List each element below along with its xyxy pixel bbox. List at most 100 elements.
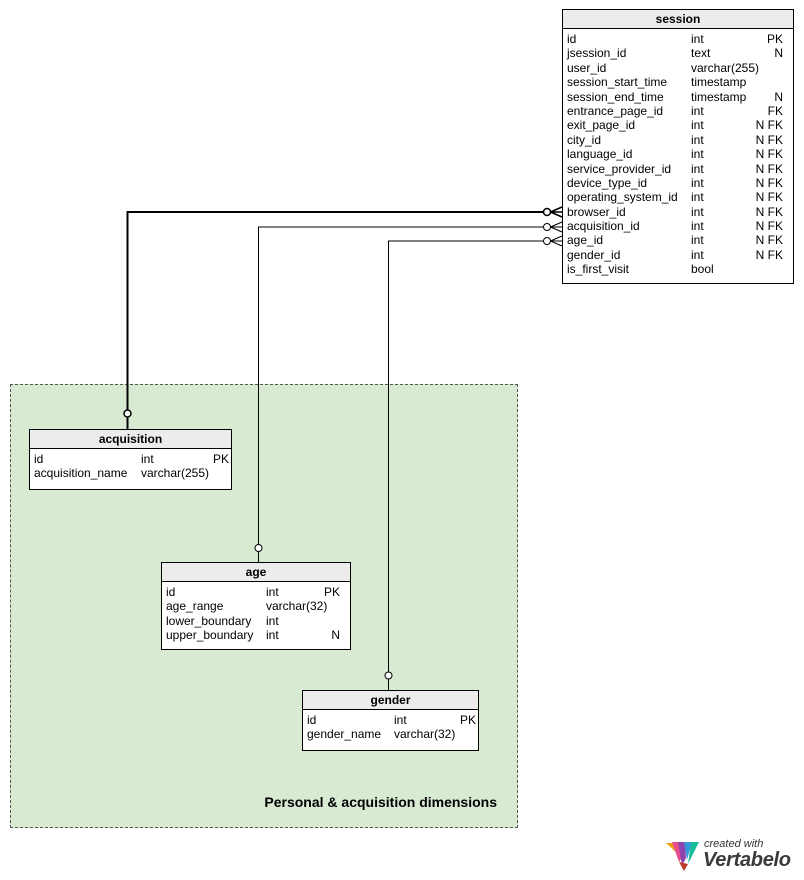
column-name: is_first_visit	[567, 262, 630, 277]
column-flags: PK	[766, 32, 783, 46]
column-name: service_provider_id	[567, 161, 672, 176]
column-type: int	[691, 132, 704, 147]
column-name: id	[567, 32, 577, 46]
column-name: operating_system_id	[567, 190, 678, 205]
column-name: city_id	[567, 132, 602, 147]
column-name: gender_id	[567, 247, 621, 262]
column-flags: N FK	[755, 132, 783, 147]
column-name: acquisition_name	[34, 466, 128, 481]
vertabelo-logo-icon	[666, 842, 699, 871]
column-type: int	[266, 585, 279, 599]
column-name: browser_id	[567, 204, 626, 219]
column-name: exit_page_id	[567, 118, 636, 133]
column-type: int	[691, 161, 704, 176]
subject-area-label: Personal & acquisition dimensions	[264, 794, 497, 810]
column-type: int	[691, 32, 704, 46]
column-row[interactable]: city_id int N FK	[563, 133, 793, 147]
column-row[interactable]: acquisition_name varchar(255)	[30, 466, 231, 480]
column-name: gender_name	[307, 727, 382, 742]
column-name: id	[307, 713, 317, 727]
column-type: int	[691, 103, 704, 118]
column-row[interactable]: jsession_id text N	[563, 46, 793, 60]
column-type: int	[691, 175, 704, 190]
crows-foot-marker	[550, 221, 563, 233]
brand-name: Vertabelo	[703, 849, 791, 871]
column-row[interactable]: session_start_time timestamp	[563, 75, 793, 89]
column-type: varchar(255)	[141, 466, 210, 481]
column-name: age_id	[567, 233, 604, 248]
column-row[interactable]: session_end_time timestamp N	[563, 90, 793, 104]
column-type: int	[691, 147, 704, 162]
column-flags: N FK	[755, 204, 783, 219]
column-flags: PK	[323, 585, 340, 599]
column-flags: N	[774, 89, 783, 104]
column-type: int	[141, 452, 154, 466]
column-type: varchar(32)	[266, 599, 328, 614]
column-row[interactable]: is_first_visit bool	[563, 262, 793, 276]
column-type: timestamp	[691, 75, 747, 90]
column-row[interactable]: id int PK	[162, 585, 350, 599]
column-name: entrance_page_id	[567, 103, 664, 118]
optional-many-marker	[543, 223, 551, 231]
column-name: id	[166, 585, 176, 599]
column-name: device_type_id	[567, 175, 648, 190]
column-flags: N FK	[755, 118, 783, 133]
column-name: lower_boundary	[166, 613, 252, 628]
column-flags: N	[774, 46, 783, 61]
column-flags: PK	[459, 713, 476, 727]
column-row[interactable]: exit_page_id int N FK	[563, 118, 793, 132]
column-flags: N FK	[755, 147, 783, 162]
column-row[interactable]: lower_boundary int	[162, 614, 350, 628]
column-name: age_range	[166, 599, 224, 614]
column-type: int	[266, 613, 279, 628]
column-flags: N	[331, 628, 340, 643]
column-name: jsession_id	[567, 46, 627, 61]
column-row[interactable]: id int PK	[563, 32, 793, 46]
column-type: int	[394, 713, 407, 727]
column-flags: N FK	[755, 247, 783, 262]
column-name: session_start_time	[567, 75, 668, 90]
column-row[interactable]: operating_system_id int N FK	[563, 190, 793, 204]
column-name: user_id	[567, 60, 607, 75]
column-row[interactable]: acquisition_id int N FK	[563, 219, 793, 233]
column-type: int	[691, 219, 704, 234]
column-type: timestamp	[691, 89, 747, 104]
brand-tagline: created with	[704, 838, 764, 850]
column-type: varchar(32)	[394, 727, 456, 742]
column-type: text	[691, 46, 711, 61]
vertabelo-logo: created with Vertabelo	[666, 838, 796, 874]
optional-many-marker	[542, 207, 552, 217]
column-row[interactable]: device_type_id int N FK	[563, 176, 793, 190]
optional-many-marker	[543, 237, 551, 245]
column-type: bool	[691, 262, 714, 277]
column-flags: PK	[212, 452, 229, 466]
column-name: session_end_time	[567, 89, 664, 104]
column-type: int	[691, 118, 704, 133]
column-flags: N FK	[755, 219, 783, 234]
column-flags: N FK	[755, 175, 783, 190]
column-name: acquisition_id	[567, 219, 640, 234]
table-columns: id int PK gender_name varchar(32)	[303, 710, 478, 742]
column-name: upper_boundary	[166, 628, 254, 643]
column-flags: N FK	[755, 190, 783, 205]
column-row[interactable]: gender_name varchar(32)	[303, 727, 478, 741]
column-row[interactable]: age_range varchar(32)	[162, 599, 350, 613]
column-type: int	[691, 190, 704, 205]
column-row[interactable]: id int PK	[303, 713, 478, 727]
column-flags: N FK	[755, 233, 783, 248]
